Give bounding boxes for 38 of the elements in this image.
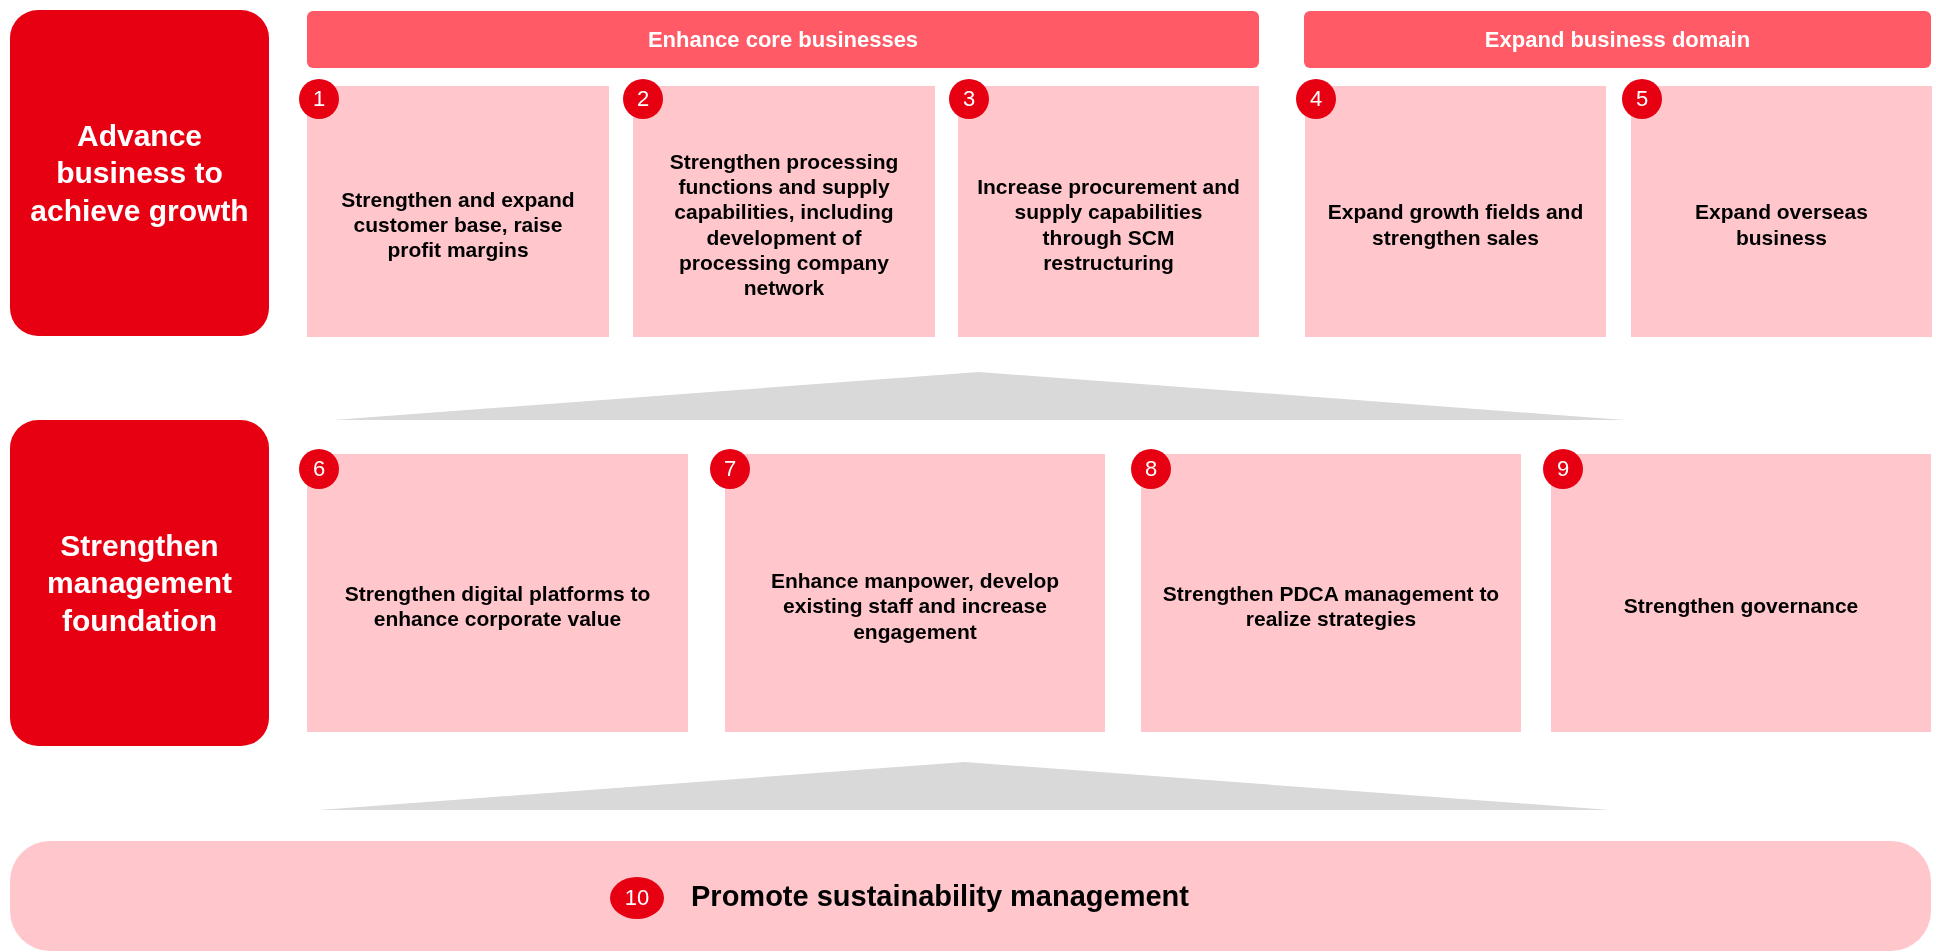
number-badge: 5 [1622,79,1662,119]
category-header [307,11,1259,68]
label-text: Strengthen management foundation [45,527,234,639]
number-badge: 9 [1543,449,1583,489]
label-text: Strengthen PDCA management to realize strategies [1161,580,1501,632]
number-badge: 4 [1296,79,1336,119]
label-text: Expand overseas business [1694,199,1869,250]
section-label [10,420,269,746]
strategy-box [725,454,1105,732]
label-text: Expand growth fields and strengthen sales [1326,199,1585,250]
label-text: Increase procurement and supply capabilities through SCM restructuring [976,174,1241,275]
label-text: Promote sustainability management [691,879,1189,913]
label-text: Strengthen and expand customer base, raise profit margins [340,186,576,263]
label-text: Strengthen processing functions and supply capabilities, including development of processing company network [668,148,900,301]
number-badge: 1 [299,79,339,119]
label-text: Strengthen digital platforms to enhance corporate value [343,580,652,632]
label-text: Enhance manpower, develop existing staff and increase engagement [769,568,1061,644]
strategy-box [1141,454,1521,732]
foundation-bar [10,841,1931,951]
label-text: Advance business to achieve growth [29,117,250,229]
strategy-box [307,86,609,337]
number-badge: 2 [623,79,663,119]
number-badge: 7 [710,449,750,489]
number-badge: 8 [1131,449,1171,489]
strategy-box [633,86,935,337]
number-badge: 3 [949,79,989,119]
number-badge: 10 [610,877,664,919]
strategy-box [1631,86,1932,337]
section-label [10,10,269,336]
strategy-box [958,86,1259,337]
number-badge: 6 [299,449,339,489]
category-header [1304,11,1931,68]
strategy-box [1551,454,1931,732]
label-text: Enhance core businesses [647,26,919,53]
label-text: Strengthen governance [1623,593,1859,619]
label-text: Expand business domain [1484,26,1751,53]
strategy-box [307,454,688,732]
strategy-box [1305,86,1606,337]
